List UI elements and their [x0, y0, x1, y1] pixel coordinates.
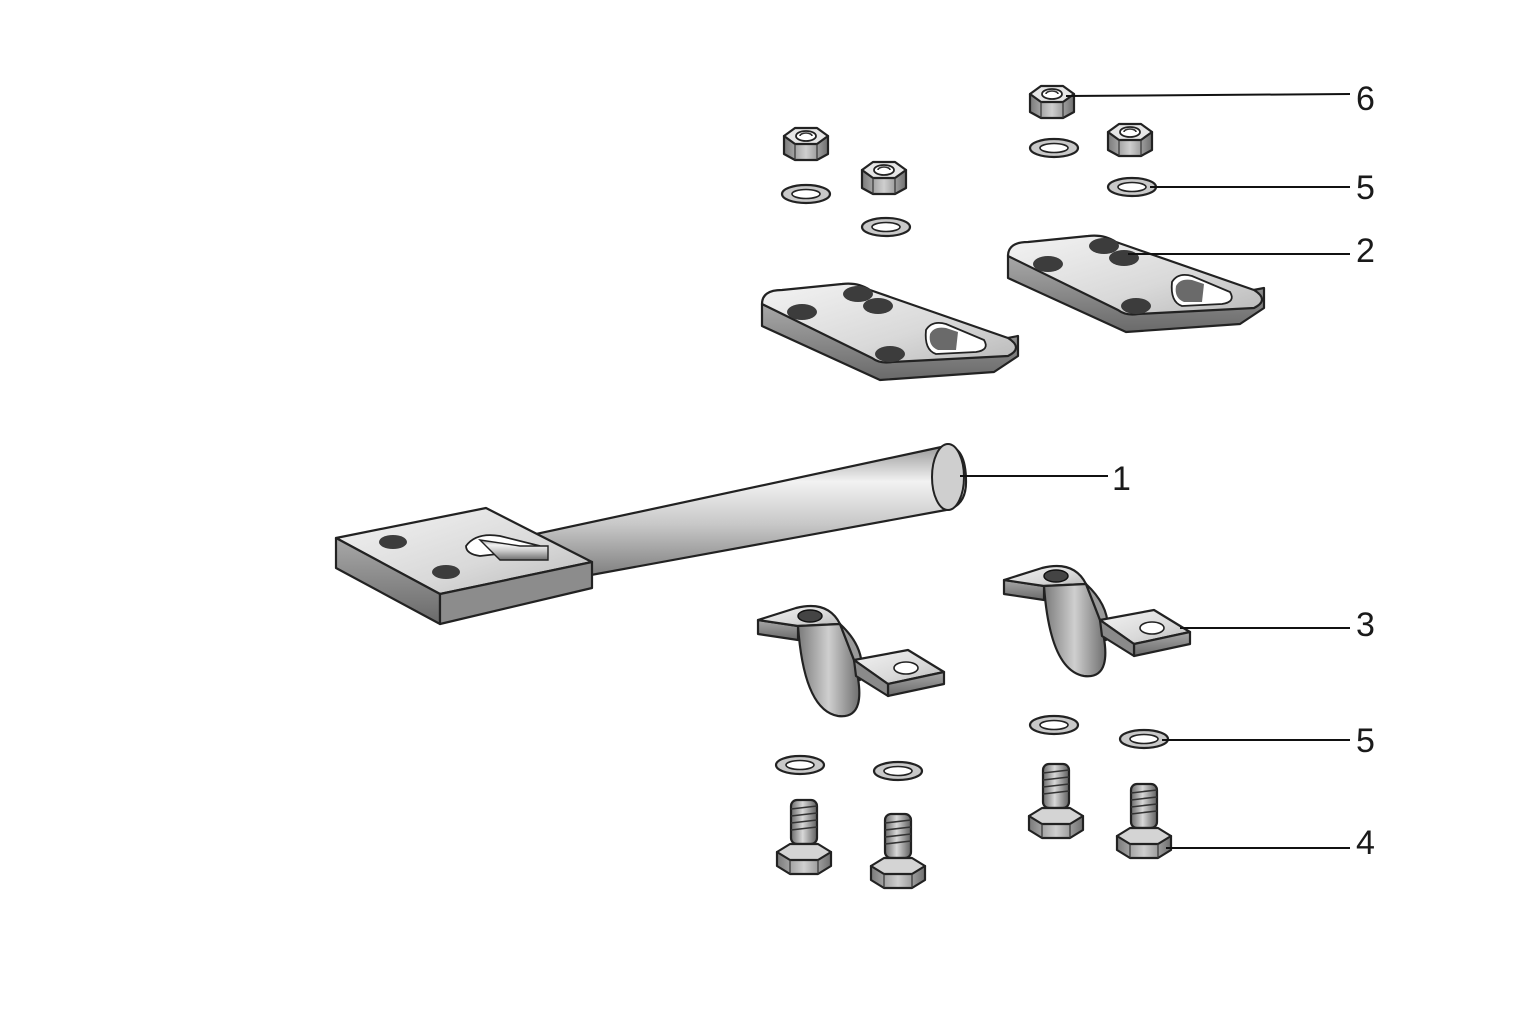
hex-nut: [860, 160, 908, 196]
washer: [1028, 714, 1080, 736]
hex-nut: [782, 126, 830, 162]
callout-5-bottom: 5: [1356, 722, 1375, 760]
hex-bolt: [869, 812, 927, 890]
callout-6: 6: [1356, 80, 1375, 118]
callout-5-top: 5: [1356, 169, 1375, 207]
callouts: 6 5 2 1 3 5 4: [1112, 80, 1375, 862]
callout-4: 4: [1356, 824, 1375, 862]
mounting-plate-right: [1006, 234, 1266, 334]
washer: [872, 760, 924, 782]
washer: [774, 754, 826, 776]
callout-3: 3: [1356, 606, 1375, 644]
callout-1: 1: [1112, 460, 1131, 498]
tube-bar: [334, 443, 968, 626]
washer: [860, 216, 912, 238]
callout-2: 2: [1356, 232, 1375, 270]
washer: [1106, 176, 1158, 198]
leader-6: [1065, 93, 1351, 97]
washer: [1028, 137, 1080, 159]
washer: [780, 183, 832, 205]
hex-nut: [1106, 122, 1154, 158]
hex-bolt: [1027, 762, 1085, 840]
clamp-bracket-left: [756, 604, 946, 718]
hex-nut: [1028, 84, 1076, 120]
hex-bolt: [775, 798, 833, 876]
mounting-plate-left: [760, 282, 1020, 382]
washer: [1118, 728, 1170, 750]
clamp-bracket-right: [1002, 564, 1192, 678]
hex-bolt: [1115, 782, 1173, 860]
leader-lines: [960, 93, 1351, 849]
